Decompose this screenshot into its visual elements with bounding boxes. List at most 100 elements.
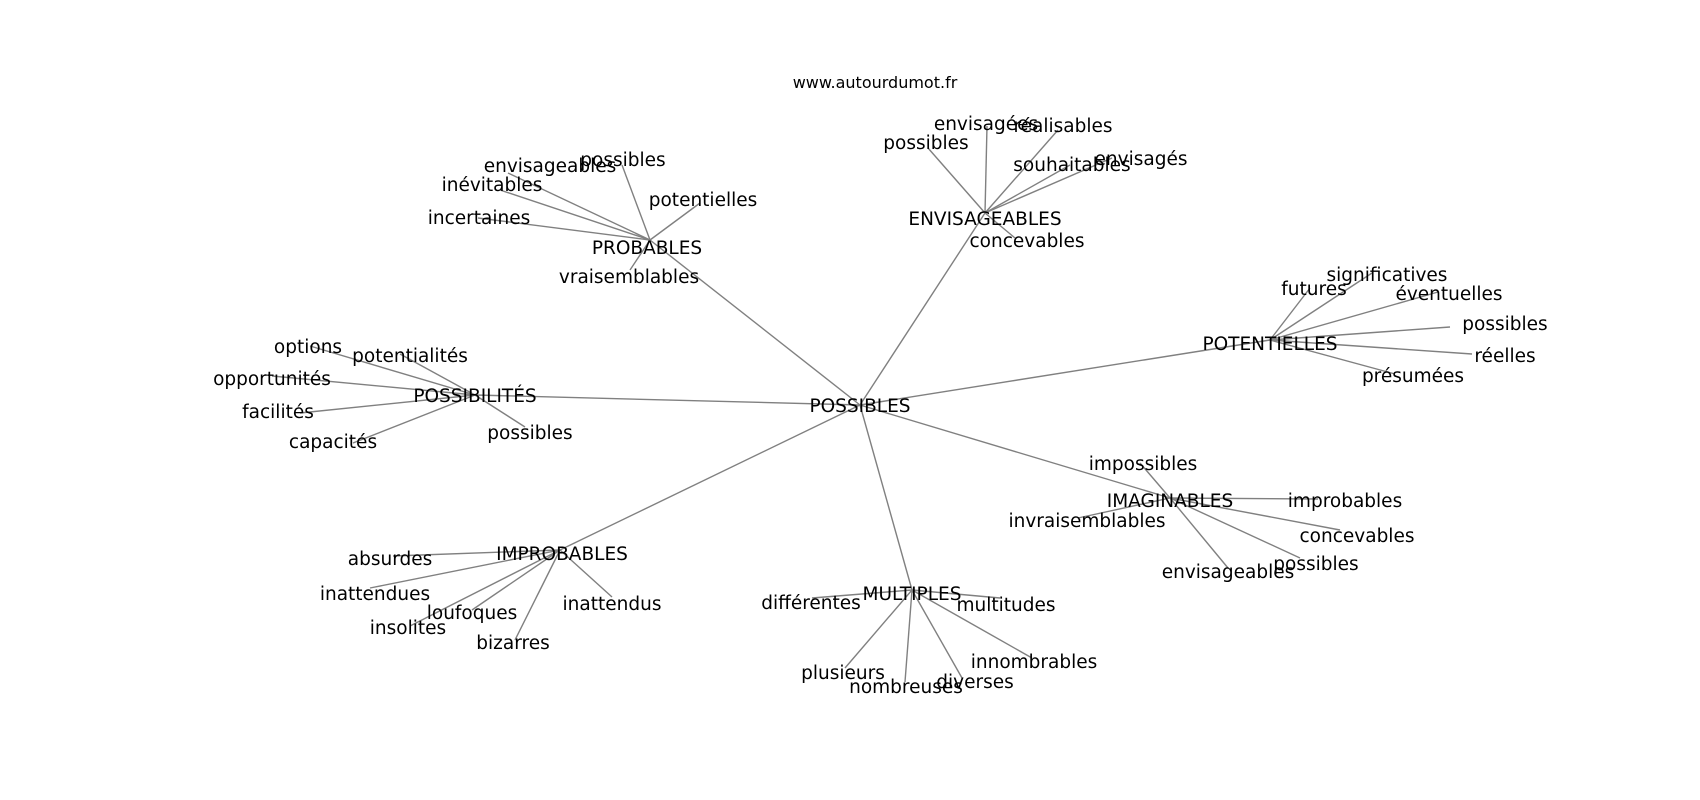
leaf-node-label: possibles bbox=[883, 133, 968, 154]
cluster-to-leaf-edge bbox=[984, 125, 988, 214]
cluster-node-label: PROBABLES bbox=[592, 238, 702, 259]
leaf-node-label: envisageables bbox=[1162, 562, 1295, 583]
leaf-node-label: souhaitables bbox=[1013, 155, 1130, 176]
cluster-to-leaf-edge bbox=[629, 239, 651, 271]
cluster-to-leaf-edge bbox=[369, 549, 561, 589]
leaf-node-label: opportunités bbox=[213, 369, 331, 390]
cluster-to-leaf-edge bbox=[621, 164, 651, 241]
cluster-to-leaf-edge bbox=[499, 189, 651, 241]
cluster-to-leaf-edge bbox=[844, 589, 913, 669]
cluster-node-label: IMAGINABLES bbox=[1107, 491, 1233, 512]
leaf-node-label: nombreuses bbox=[849, 677, 963, 698]
cluster-node-label: MULTIPLES bbox=[863, 584, 962, 605]
leaf-node-label: concevables bbox=[1300, 526, 1415, 547]
leaf-node-label: loufoques bbox=[427, 603, 518, 624]
cluster-to-leaf-edge bbox=[911, 589, 963, 679]
root-to-cluster-edge bbox=[859, 404, 1171, 499]
leaf-node-label: plusieurs bbox=[801, 663, 885, 684]
cluster-to-leaf-edge bbox=[477, 217, 651, 241]
leaf-node-label: bizarres bbox=[476, 633, 549, 654]
leaf-node-label: inattendues bbox=[320, 584, 430, 605]
cluster-to-leaf-edge bbox=[904, 589, 913, 683]
cluster-node-label: ENVISAGEABLES bbox=[908, 209, 1061, 230]
leaf-node-label: incertaines bbox=[428, 208, 531, 229]
root-to-cluster-edge bbox=[859, 339, 1271, 406]
leaf-node-label: réalisables bbox=[1013, 116, 1112, 137]
root-to-cluster-edge bbox=[559, 404, 861, 551]
cluster-to-leaf-edge bbox=[927, 147, 986, 214]
leaf-node-label: inattendus bbox=[563, 594, 662, 615]
root-to-cluster-edge bbox=[474, 394, 861, 406]
leaf-node-label: possibles bbox=[580, 150, 665, 171]
cluster-to-leaf-edge bbox=[1269, 339, 1473, 355]
cluster-to-leaf-edge bbox=[409, 549, 561, 627]
cluster-to-leaf-edge bbox=[474, 394, 526, 428]
leaf-node-label: présumées bbox=[1362, 366, 1464, 387]
root-node-label: POSSIBLES bbox=[809, 396, 910, 417]
leaf-node-label: éventuelles bbox=[1395, 284, 1502, 305]
cluster-to-leaf-edge bbox=[1269, 339, 1396, 375]
leaf-node-label: innombrables bbox=[971, 652, 1098, 673]
leaf-node-label: invraisemblables bbox=[1008, 511, 1165, 532]
root-to-cluster-edge bbox=[859, 212, 986, 406]
leaf-node-label: options bbox=[274, 337, 342, 358]
cluster-node-label: IMPROBABLES bbox=[496, 544, 628, 565]
leaf-node-label: possibles bbox=[1462, 314, 1547, 335]
cluster-to-leaf-edge bbox=[471, 549, 561, 611]
leaf-node-label: multitudes bbox=[956, 595, 1055, 616]
cluster-to-leaf-edge bbox=[984, 164, 1071, 214]
leaf-node-label: diverses bbox=[936, 672, 1013, 693]
cluster-to-leaf-edge bbox=[507, 172, 651, 241]
cluster-node-label: POTENTIELLES bbox=[1202, 334, 1337, 355]
cluster-to-leaf-edge bbox=[1169, 497, 1341, 531]
leaf-node-label: capacités bbox=[289, 432, 377, 453]
cluster-to-leaf-edge bbox=[1269, 291, 1439, 341]
cluster-to-leaf-edge bbox=[1077, 497, 1171, 519]
cluster-to-leaf-edge bbox=[1169, 497, 1229, 569]
leaf-node-label: réelles bbox=[1474, 346, 1535, 367]
cluster-to-leaf-edge bbox=[559, 549, 613, 598]
cluster-to-leaf-edge bbox=[352, 394, 476, 444]
root-to-cluster-edge bbox=[859, 404, 913, 591]
leaf-node-label: potentialités bbox=[352, 346, 468, 367]
cluster-to-leaf-edge bbox=[984, 157, 1113, 214]
leaf-node-label: concevables bbox=[970, 231, 1085, 252]
cluster-to-leaf-edge bbox=[399, 353, 476, 396]
cluster-to-leaf-edge bbox=[1269, 326, 1451, 341]
leaf-node-label: inévitables bbox=[442, 175, 543, 196]
leaf-node-label: envisageables bbox=[484, 156, 617, 177]
cluster-to-leaf-edge bbox=[1269, 272, 1373, 341]
cluster-to-leaf-edge bbox=[1169, 497, 1301, 559]
cluster-to-leaf-edge bbox=[1169, 497, 1319, 500]
leaf-node-label: absurdes bbox=[348, 549, 433, 570]
graph-labels: www.autourdumot.fr POSSIBLES possiblesen… bbox=[213, 73, 1548, 698]
cluster-to-leaf-edge bbox=[984, 212, 1016, 239]
cluster-to-leaf-edge bbox=[514, 549, 561, 641]
cluster-to-leaf-edge bbox=[392, 549, 561, 557]
cluster-node-label: POSSIBILITÉS bbox=[413, 385, 536, 407]
leaf-node-label: insolites bbox=[370, 618, 446, 639]
leaf-node-label: différentes bbox=[761, 593, 861, 614]
site-watermark: www.autourdumot.fr bbox=[793, 73, 958, 92]
leaf-node-label: possibles bbox=[1273, 554, 1358, 575]
cluster-to-leaf-edge bbox=[984, 129, 1059, 214]
cluster-to-leaf-edge bbox=[1269, 287, 1311, 341]
root-to-cluster-edge bbox=[649, 239, 861, 406]
leaf-node-label: vraisemblables bbox=[559, 267, 699, 288]
leaf-node-label: envisagées bbox=[934, 114, 1038, 135]
cluster-to-leaf-edge bbox=[911, 589, 1001, 599]
cluster-to-leaf-edge bbox=[309, 345, 476, 396]
leaf-node-label: improbables bbox=[1288, 491, 1402, 512]
cluster-to-leaf-edge bbox=[299, 394, 476, 414]
graph-edges bbox=[271, 125, 1473, 683]
cluster-to-leaf-edge bbox=[271, 375, 476, 396]
leaf-node-label: envisagés bbox=[1095, 149, 1188, 170]
cluster-to-leaf-edge bbox=[911, 589, 1033, 659]
cluster-to-leaf-edge bbox=[1139, 462, 1171, 499]
leaf-node-label: futures bbox=[1281, 279, 1346, 300]
leaf-node-label: possibles bbox=[487, 423, 572, 444]
cluster-to-leaf-edge bbox=[811, 589, 913, 599]
cluster-to-leaf-edge bbox=[649, 202, 701, 241]
leaf-node-label: significatives bbox=[1327, 265, 1448, 286]
